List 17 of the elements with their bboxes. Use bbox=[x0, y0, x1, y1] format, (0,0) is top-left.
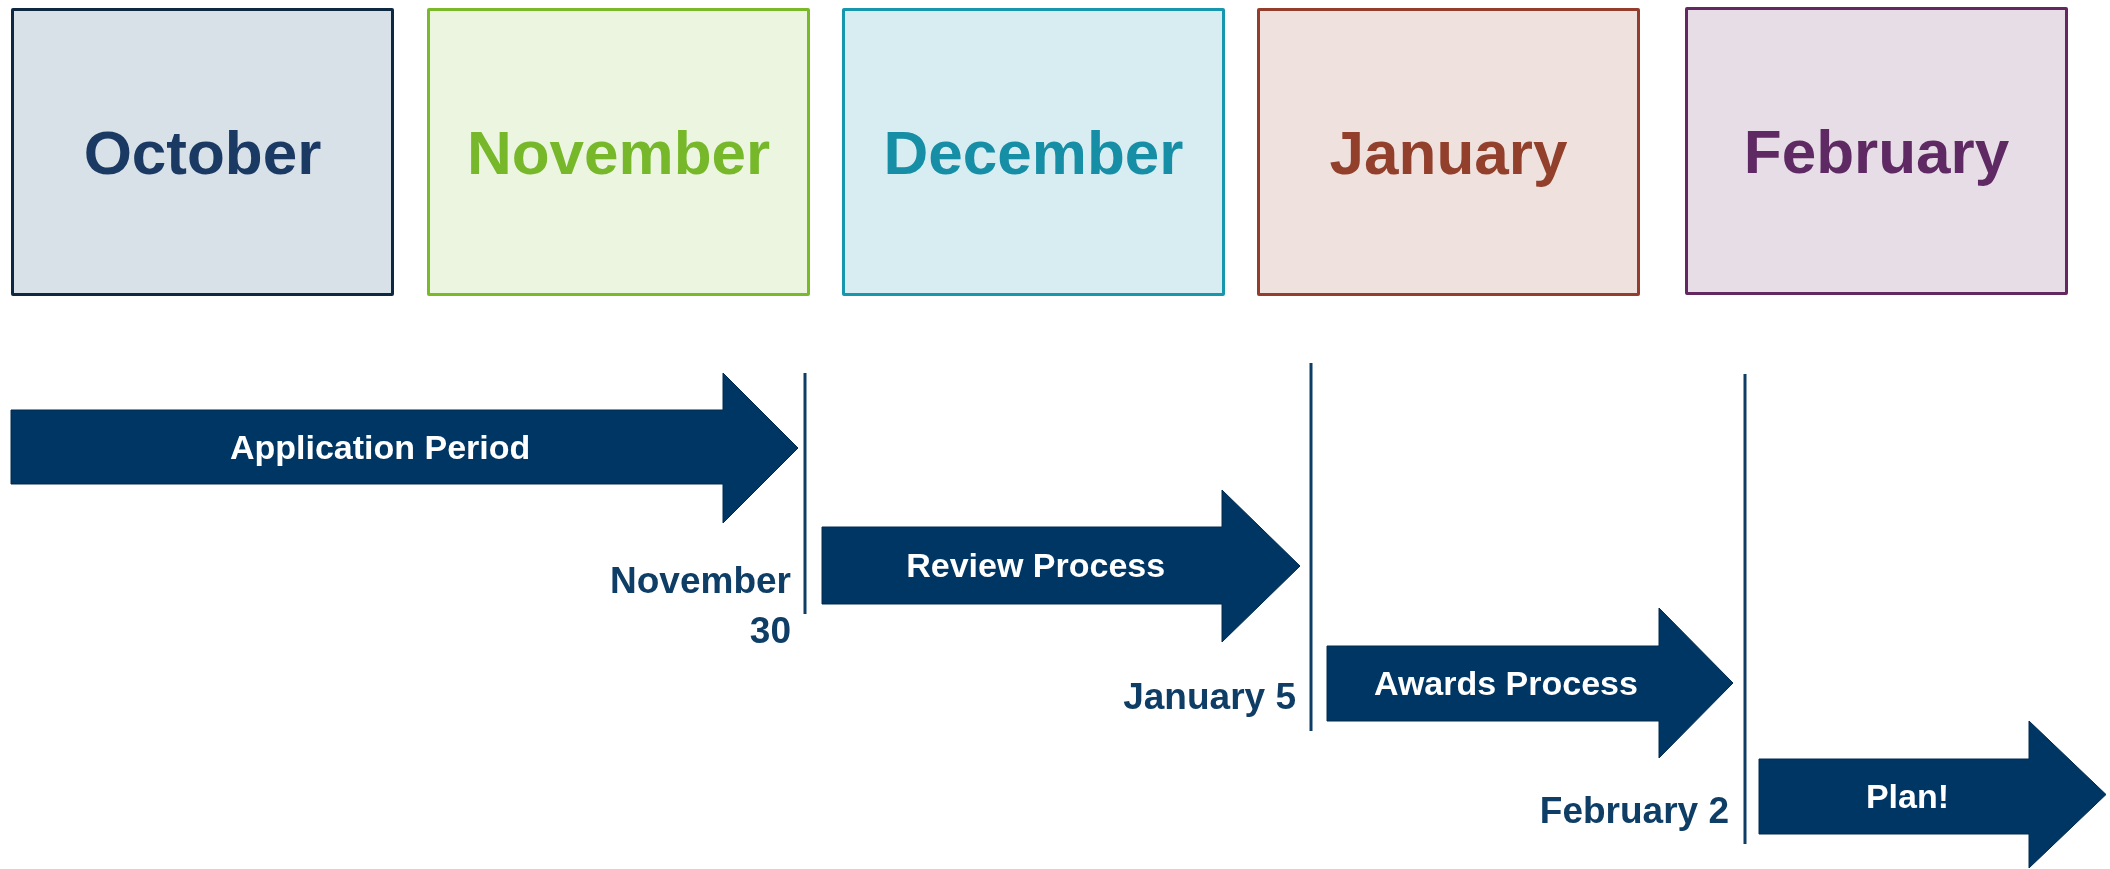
date-label: February 2 bbox=[1539, 789, 1729, 833]
month-label: November bbox=[466, 116, 771, 188]
month-box bbox=[11, 8, 394, 296]
phase-label: Application Period bbox=[228, 426, 532, 468]
phase-label: Plan! bbox=[1864, 776, 1951, 817]
phase-label: Review Process bbox=[905, 545, 1167, 586]
phase-label: Awards Process bbox=[1372, 663, 1639, 704]
month-box bbox=[842, 8, 1225, 296]
month-box bbox=[427, 8, 810, 296]
month-box bbox=[1257, 8, 1640, 296]
month-label: December bbox=[883, 116, 1184, 188]
month-label: January bbox=[1329, 116, 1568, 188]
date-label: January 5 bbox=[1123, 675, 1296, 719]
month-box bbox=[1685, 7, 2068, 295]
date-label: November 30 bbox=[609, 559, 791, 653]
month-label: October bbox=[83, 116, 322, 188]
month-label: February bbox=[1743, 115, 2010, 187]
